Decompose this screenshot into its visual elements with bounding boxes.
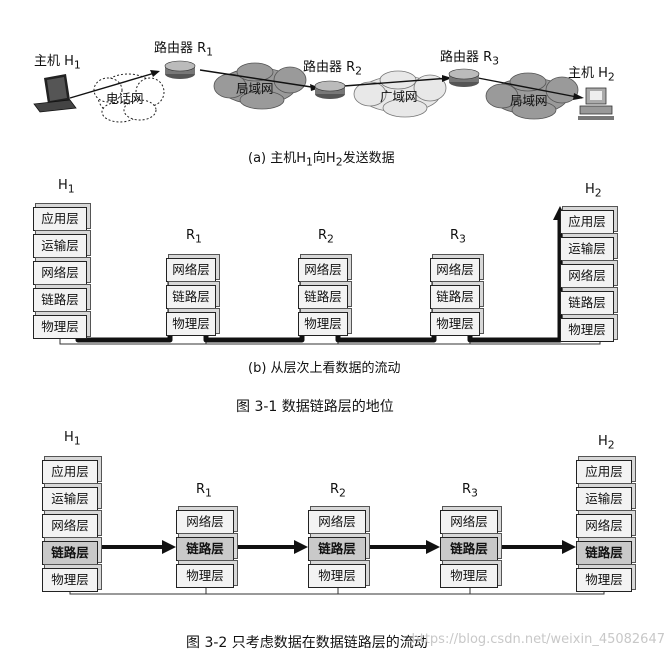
router-r3-stack-b: 网络层链路层物理层 [430,258,480,339]
protocol-layer: 链路层 [176,537,234,561]
protocol-layer: 网络层 [560,264,614,288]
router-r3-label: 路由器 R3 [440,50,500,68]
router-r2-stack-b: 网络层链路层物理层 [298,258,348,339]
stack-h1-label-c: H1 [64,430,81,448]
protocol-layer: 应用层 [576,460,632,484]
protocol-layer: 链路层 [430,285,480,309]
stack-r3-label-b: R3 [450,228,466,246]
protocol-layer: 网络层 [176,510,234,534]
protocol-layer: 应用层 [42,460,98,484]
protocol-layer: 链路层 [560,291,614,315]
protocol-layer: 链路层 [298,285,348,309]
protocol-layer: 运输层 [33,234,87,258]
protocol-layer: 链路层 [576,541,632,565]
host-h1-label: 主机 H1 [34,54,81,72]
protocol-layer: 链路层 [42,541,98,565]
protocol-layer: 物理层 [33,315,87,339]
phone-network-label: 电话网 [106,91,144,106]
host-h2-stack-c: 应用层运输层网络层链路层物理层 [576,460,632,595]
host-h2-label: 主机 H2 [568,66,615,84]
stack-h2-label-b: H2 [585,182,602,200]
protocol-layer: 物理层 [42,568,98,592]
protocol-layer: 网络层 [576,514,632,538]
protocol-layer: 网络层 [42,514,98,538]
protocol-layer: 物理层 [166,312,216,336]
host-h1-stack-b: 应用层运输层网络层链路层物理层 [33,207,87,342]
protocol-layer: 网络层 [440,510,498,534]
watermark-text: https://blog.csdn.net/weixin_45082647 [411,632,665,647]
protocol-layer: 物理层 [176,564,234,588]
protocol-layer: 应用层 [560,210,614,234]
protocol-layer: 网络层 [33,261,87,285]
protocol-layer: 链路层 [440,537,498,561]
stack-h2-label-c: H2 [598,434,615,452]
protocol-layer: 物理层 [298,312,348,336]
stack-h1-label-b: H1 [58,178,75,196]
figure-3-1-caption: 图 3-1 数据链路层的地位 [236,399,394,415]
router-r1-stack-b: 网络层链路层物理层 [166,258,216,339]
caption-a: (a) 主机H1向H2发送数据 [248,151,395,169]
protocol-layer: 链路层 [166,285,216,309]
router-r2-icon [314,80,346,99]
router-r2-stack-c: 网络层链路层物理层 [308,510,366,591]
lan-cloud-1 [213,62,307,110]
protocol-layer: 物理层 [308,564,366,588]
protocol-layer: 网络层 [298,258,348,282]
protocol-layer: 链路层 [33,288,87,312]
protocol-layer: 运输层 [576,487,632,511]
protocol-layer: 运输层 [560,237,614,261]
caption-b: (b) 从层次上看数据的流动 [248,361,401,376]
router-r1-icon [164,60,196,79]
lan-2-label: 局域网 [510,93,548,108]
laptop-icon [33,74,77,113]
wan-cloud [353,70,447,118]
wan-label: 广域网 [380,89,418,104]
protocol-layer: 物理层 [440,564,498,588]
figure-3-2-caption: 图 3-2 只考虑数据在数据链路层的流动 [186,635,428,651]
protocol-layer: 物理层 [576,568,632,592]
lan-1-label: 局域网 [236,81,274,96]
router-r2-label: 路由器 R2 [303,60,363,78]
protocol-layer: 网络层 [430,258,480,282]
lan-cloud-2 [485,72,579,120]
link-layer-arrowheads-c [162,540,576,554]
protocol-layer: 网络层 [166,258,216,282]
stack-r1-label-b: R1 [186,228,202,246]
router-r1-label: 路由器 R1 [154,41,214,59]
router-r3-icon [448,68,480,87]
protocol-layer: 链路层 [308,537,366,561]
stack-r2-label-b: R2 [318,228,334,246]
router-r3-stack-c: 网络层链路层物理层 [440,510,498,591]
stack-r3-label-c: R3 [462,482,478,500]
protocol-layer: 网络层 [308,510,366,534]
host-h1-stack-c: 应用层运输层网络层链路层物理层 [42,460,98,595]
host-h2-stack-b: 应用层运输层网络层链路层物理层 [560,210,614,345]
path-a [69,69,583,99]
stack-r2-label-c: R2 [330,482,346,500]
desktop-computer-icon [578,87,614,120]
protocol-layer: 运输层 [42,487,98,511]
protocol-layer: 物理层 [430,312,480,336]
protocol-layer: 物理层 [560,318,614,342]
stack-r1-label-c: R1 [196,482,212,500]
router-r1-stack-c: 网络层链路层物理层 [176,510,234,591]
protocol-layer: 应用层 [33,207,87,231]
